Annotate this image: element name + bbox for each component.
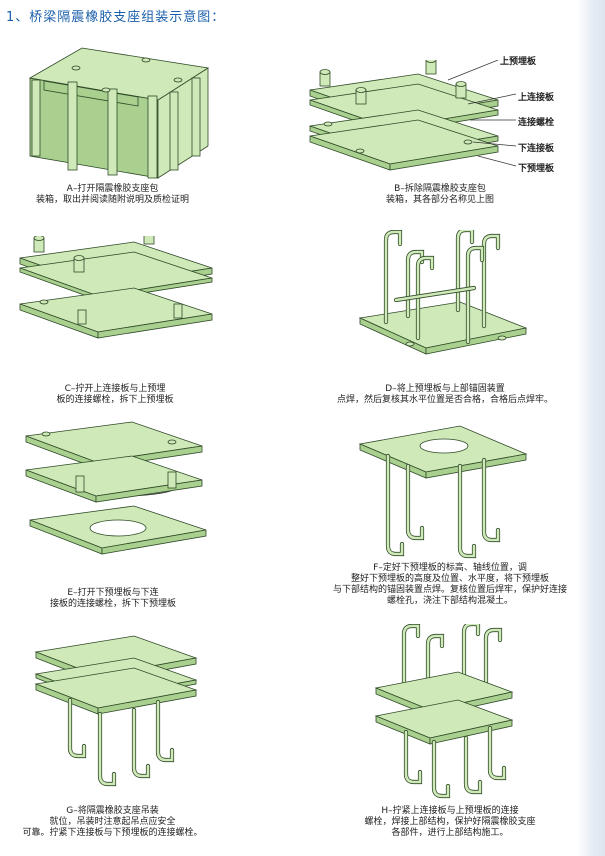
caption-step-a: A–打开隔震橡胶支座包 装箱，取出并阅读随附说明及质检证明 xyxy=(35,184,189,205)
diagram-b-bearing-parts xyxy=(298,60,518,180)
caption-step-f: F–定好下预埋板的标高、轴线位置，调 整好下预埋板的高度及位置、水平度，将下预埋… xyxy=(332,563,567,606)
diagram-h-assembled xyxy=(372,624,522,800)
caption-step-d: D–将上预埋板与上部锚固装置 点焊，然后复核其水平位置是否合格，合格后点焊牢。 xyxy=(336,384,553,405)
caption-step-b: B–拆除隔震橡胶支座包 装箱，其各部分名称见上图 xyxy=(385,184,494,205)
label-lower-embed-plate: 下预埋板 xyxy=(518,164,555,174)
caption-step-c: C–拧开上连接板与上预埋 板的连接螺栓，拆下上预埋板 xyxy=(56,384,174,405)
diagram-g-lift-bearing xyxy=(30,630,200,795)
diagram-a-crate xyxy=(18,38,218,183)
bolt-cylinders xyxy=(319,60,473,154)
page-title: 1、桥梁隔震橡胶支座组装示意图： xyxy=(6,10,226,25)
anchor-rods xyxy=(383,230,501,345)
label-connect-bolt: 连接螺栓 xyxy=(518,118,555,128)
caption-step-g: G–将隔震橡胶支座吊装 就位，吊装时注意起吊点应安全 可靠。拧紧下连接板与下预埋… xyxy=(22,806,203,838)
label-lower-connect-plate: 下连接板 xyxy=(518,144,555,154)
label-upper-embed-plate: 上预埋板 xyxy=(500,57,537,67)
diagram-e-remove-lower-embed xyxy=(22,420,222,580)
page-edge-gradient xyxy=(577,0,605,856)
diagram-d-weld-upper-anchor xyxy=(356,230,536,375)
upper-anchor-rods xyxy=(401,624,503,691)
anchor-rods xyxy=(67,697,175,787)
diagram-f-lower-embed-anchor xyxy=(356,420,536,560)
lower-anchor-rods xyxy=(403,725,507,799)
anchor-rods xyxy=(385,453,501,559)
caption-step-h: H–拧紧上连接板与上预埋板的连接 螺栓，焊接上部结构，保护好隔震橡胶支座 各部件… xyxy=(364,806,536,838)
label-upper-connect-plate: 上连接板 xyxy=(518,93,555,103)
diagram-c-remove-upper-embed xyxy=(14,236,219,346)
caption-step-e: E–打开下预埋板与下连 接板的连接螺栓，拆下下预埋板 xyxy=(49,588,176,609)
